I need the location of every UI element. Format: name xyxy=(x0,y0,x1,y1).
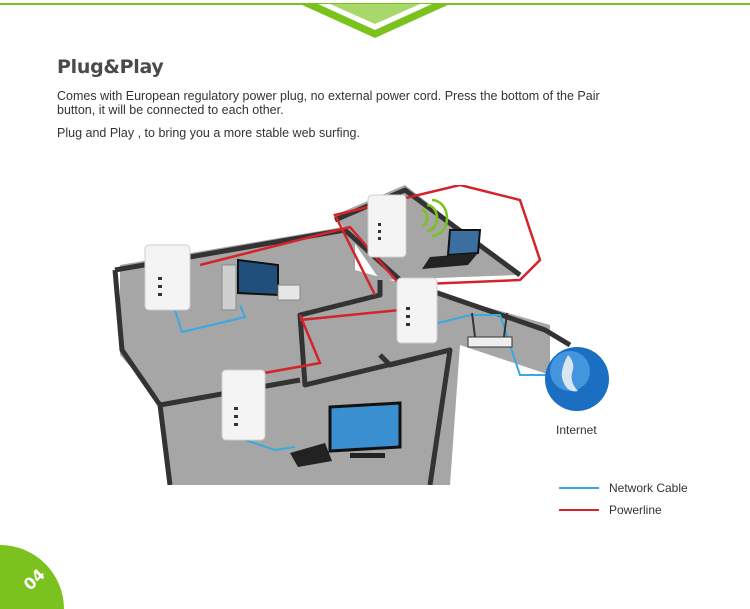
description-text: Comes with European regulatory power plu… xyxy=(57,89,600,117)
laptop-icon xyxy=(422,229,482,269)
powerline-swatch xyxy=(559,509,599,511)
wifi-signal-icon xyxy=(421,198,449,238)
tv-icon xyxy=(290,401,402,467)
internet-label: Internet xyxy=(556,423,597,437)
floor-plan-diagram xyxy=(112,185,609,485)
page-number-badge: 04 xyxy=(0,545,64,609)
legend-label: Powerline xyxy=(609,503,662,517)
page-title: Plug&Play xyxy=(57,56,164,78)
desktop-computer-icon xyxy=(221,258,301,311)
adapter-indicator-lights xyxy=(158,223,410,426)
legend-item-powerline: Powerline xyxy=(559,502,662,518)
internet-globe-icon xyxy=(545,347,609,411)
legend-label: Network Cable xyxy=(609,481,688,495)
network-cable-swatch xyxy=(559,487,599,489)
router-icon xyxy=(467,312,513,348)
header-decoration xyxy=(0,3,750,38)
powerline-adapter xyxy=(144,194,438,441)
description-text-secondary: Plug and Play , to bring you a more stab… xyxy=(57,126,360,140)
legend-item-network-cable: Network Cable xyxy=(559,480,688,496)
